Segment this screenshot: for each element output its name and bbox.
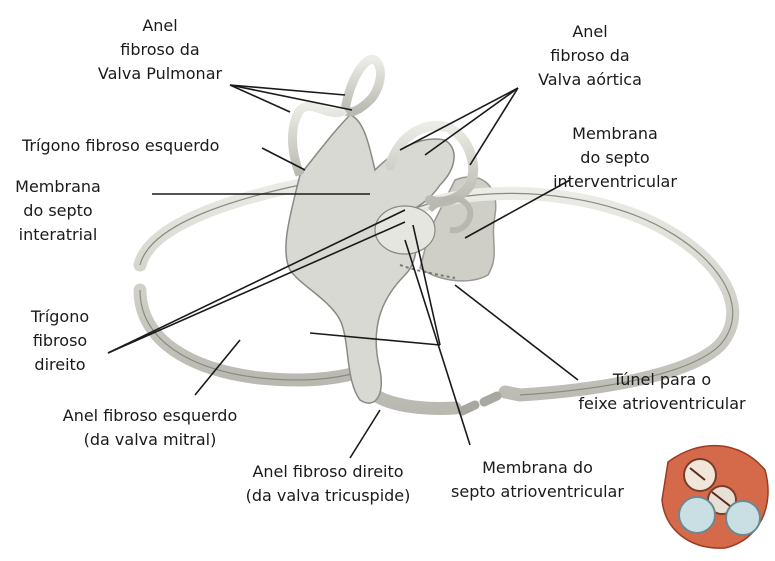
pulmonary-ring-label-line3: Valva Pulmonar [85,62,235,86]
pulmonary-ring-label: Anel fibroso da Valva Pulmonar [85,14,235,86]
aortic-ring-label-line1: Anel [520,20,660,44]
left-ring-label-line2: (da valva mitral) [55,428,245,452]
interatrial-membrane-label-line2: do septo [6,199,110,223]
atrioventricular-membrane-label-line1: Membrana do [430,456,645,480]
heart-inset-illustration [662,446,768,549]
left-trigone-label-text: Trígono fibroso esquerdo [22,134,219,158]
interatrial-membrane-label-line1: Membrana [6,175,110,199]
atrioventricular-membrane-label-line2: septo atrioventricular [430,480,645,504]
aortic-ring-label-line2: fibroso da [520,44,660,68]
left-trigone-label: Trígono fibroso esquerdo [22,134,219,158]
interatrial-membrane-label: Membrana do septo interatrial [6,175,110,247]
interatrial-membrane-label-line3: interatrial [6,223,110,247]
interventricular-membrane-label-line1: Membrana [540,122,690,146]
pulmonary-ring-shape [345,59,380,112]
left-ring-label: Anel fibroso esquerdo (da valva mitral) [55,404,245,452]
aortic-ring-label: Anel fibroso da Valva aórtica [520,20,660,92]
interventricular-membrane-label-line2: do septo [540,146,690,170]
tunnel-label-line2: feixe atrioventricular [572,392,752,416]
pulmonary-ring-label-line2: fibroso da [85,38,235,62]
right-trigone-label: Trígono fibroso direito [20,305,100,377]
right-trigone-label-line3: direito [20,353,100,377]
right-ring-label-line2: (da valva tricuspide) [228,484,428,508]
right-ring-label-line1: Anel fibroso direito [228,460,428,484]
right-ring-label: Anel fibroso direito (da valva tricuspid… [228,460,428,508]
tunnel-label-line1: Túnel para o [572,368,752,392]
tunnel-label: Túnel para o feixe atrioventricular [572,368,752,416]
right-trigone-label-line1: Trígono [20,305,100,329]
tunnel-dashes [400,265,497,411]
left-ring-label-line1: Anel fibroso esquerdo [55,404,245,428]
right-trigone-label-line2: fibroso [20,329,100,353]
interventricular-membrane-label-line3: interventricular [540,170,690,194]
atrioventricular-membrane-shape [375,206,435,254]
aortic-ring-label-line3: Valva aórtica [520,68,660,92]
atrioventricular-membrane-label: Membrana do septo atrioventricular [430,456,645,504]
interventricular-membrane-label: Membrana do septo interventricular [540,122,690,194]
pulmonary-ring-label-line1: Anel [85,14,235,38]
